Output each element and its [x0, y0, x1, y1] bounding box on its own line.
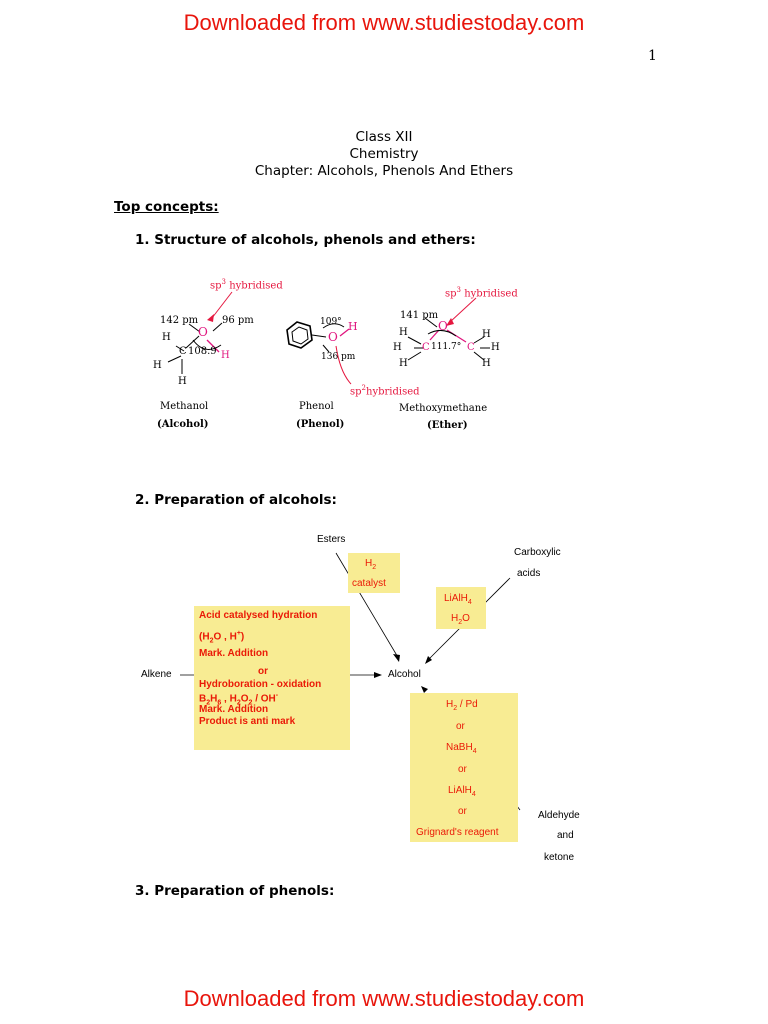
phenol-angle: 109°: [320, 317, 342, 327]
ether-h1: H: [399, 327, 408, 338]
ether-h5: H: [491, 342, 500, 353]
ether-h3: H: [399, 358, 408, 369]
title-class: Class XII: [355, 129, 413, 145]
phenol-bond: 136 pm: [321, 352, 356, 362]
methanol-bond-oh: 96 pm: [222, 315, 254, 326]
ether-oxygen: O: [438, 319, 448, 333]
phenol-oxygen: O: [328, 330, 338, 344]
sp3-hybridised-label-ether: sp3 hybridised: [445, 286, 518, 300]
lialh4-box: LiAlH4 H2O: [436, 587, 486, 629]
top-concepts-heading: Top concepts:: [114, 199, 219, 215]
hydration-conditions-box: Acid catalysed hydration (H2O , H+) Mark…: [194, 606, 350, 750]
esters-label: Esters: [317, 534, 346, 545]
methanol-h3: H: [178, 376, 187, 387]
download-banner-top[interactable]: Downloaded from www.studiestoday.com: [183, 10, 585, 35]
reduction-conditions-box: H2 / Pd or NaBH4 or LiAlH4 or Grignard's…: [410, 693, 518, 842]
ether-h4: H: [482, 329, 491, 340]
phenol-class: (Phenol): [296, 419, 345, 430]
acids-label: acids: [517, 568, 541, 579]
carboxylic-label: Carboxylic: [514, 547, 561, 558]
ketone-label: ketone: [544, 852, 575, 863]
alcohol-label: Alcohol: [388, 669, 421, 680]
methanol-name: Methanol: [160, 401, 209, 412]
phenol-name: Phenol: [299, 401, 334, 412]
download-banner-bottom[interactable]: Downloaded from www.studiestoday.com: [183, 986, 585, 1011]
ether-h2: H: [393, 342, 402, 353]
alkene-label: Alkene: [141, 669, 172, 680]
methanol-bond-ch: 142 pm: [160, 315, 199, 326]
sp3-hybridised-label-methanol: sp3 hybridised: [210, 278, 283, 292]
and-label: and: [557, 830, 574, 841]
ether-carbon-right: C: [467, 342, 475, 353]
methanol-angle: 108.9: [188, 346, 217, 357]
methanol-h-oxygen: H: [221, 350, 230, 361]
methanol-h1: H: [162, 332, 171, 343]
page-number: 1: [648, 48, 657, 64]
ether-name: Methoxymethane: [399, 403, 488, 414]
ether-h6: H: [482, 358, 491, 369]
methanol-oxygen: O: [198, 325, 208, 339]
methanol-h2: H: [153, 360, 162, 371]
title-chapter: Chapter: Alcohols, Phenols And Ethers: [254, 163, 514, 179]
title-subject: Chemistry: [349, 146, 419, 162]
section2-heading: 2. Preparation of alcohols:: [135, 492, 337, 508]
sp2-hybridised-label: sp2hybridised: [350, 384, 420, 398]
section1-heading: 1. Structure of alcohols, phenols and et…: [135, 232, 476, 248]
section3-heading: 3. Preparation of phenols:: [135, 883, 335, 899]
h2-catalyst-box: H2 catalyst: [348, 553, 400, 593]
ether-angle: 111.7°: [431, 342, 462, 352]
ether-bond: 141 pm: [400, 310, 439, 321]
phenol-h: H: [348, 320, 358, 333]
methanol-class: (Alcohol): [157, 419, 209, 430]
ether-class: (Ether): [427, 420, 468, 431]
ether-carbon-left: C: [422, 342, 430, 353]
methanol-carbon: C: [179, 346, 187, 357]
aldehyde-label: Aldehyde: [538, 810, 580, 821]
